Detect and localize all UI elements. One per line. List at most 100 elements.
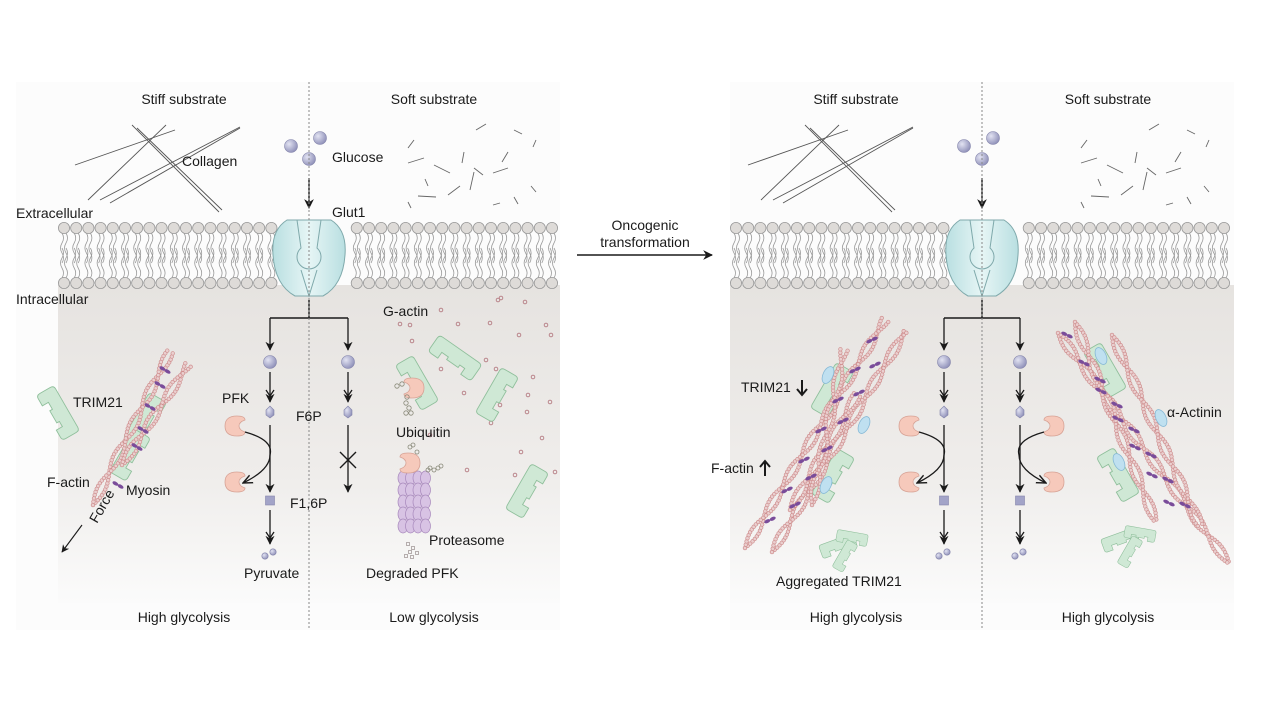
catalysis-arrow bbox=[917, 431, 946, 483]
lipid-tail bbox=[927, 232, 932, 264]
lipid-tail bbox=[88, 232, 93, 264]
myosin-dimer bbox=[144, 403, 156, 411]
myosin-head bbox=[1094, 376, 1101, 381]
lipid-head bbox=[839, 276, 852, 289]
short-fiber bbox=[1165, 202, 1174, 206]
lipid-head bbox=[1205, 221, 1218, 234]
lipid-tail bbox=[854, 247, 858, 279]
arrowhead bbox=[939, 531, 949, 540]
lipid-tail bbox=[748, 247, 753, 279]
arrowhead bbox=[265, 531, 275, 540]
lipid-tail bbox=[523, 247, 528, 279]
glucose-molecule bbox=[284, 139, 298, 153]
myosin-dimer bbox=[1061, 331, 1073, 339]
g-actin-monomer bbox=[483, 357, 489, 363]
f6p-molecule bbox=[265, 405, 275, 419]
lipid-tail bbox=[60, 232, 64, 264]
pyruvate-molecule bbox=[943, 548, 951, 556]
lipid-head bbox=[925, 276, 938, 289]
lipid-tail bbox=[1207, 247, 1212, 279]
lipid-tail bbox=[539, 247, 544, 279]
lipid-head bbox=[375, 221, 388, 234]
lipid-tail bbox=[389, 247, 394, 279]
myosin-head bbox=[131, 443, 138, 448]
short-fiber bbox=[1205, 139, 1210, 148]
lipid-head bbox=[1144, 221, 1157, 234]
short-fiber bbox=[1203, 185, 1210, 193]
short-fiber bbox=[532, 139, 537, 148]
myosin-head bbox=[1134, 446, 1141, 451]
myosin-head bbox=[144, 403, 151, 408]
lipid-head bbox=[766, 276, 779, 289]
short-fiber bbox=[1142, 171, 1148, 191]
right-stiff-title: Stiff substrate bbox=[813, 91, 899, 107]
ubiquitin-chain bbox=[394, 381, 414, 416]
lipid-tail bbox=[487, 247, 491, 279]
lipid-tail bbox=[499, 247, 504, 279]
right-stiff-outcome: High glycolysis bbox=[810, 609, 903, 625]
lipid-head bbox=[754, 221, 767, 234]
lipid-tail bbox=[64, 232, 68, 264]
actinin-label: α-Actinin bbox=[1167, 404, 1222, 420]
myosin-head bbox=[798, 459, 805, 464]
f16p-molecule bbox=[1015, 495, 1025, 506]
f6p-label: F6P bbox=[296, 408, 322, 424]
lipid-head bbox=[265, 276, 278, 289]
myosin-head bbox=[154, 381, 161, 386]
pyruvate-molecule bbox=[1019, 548, 1027, 556]
left-soft-outcome: Low glycolysis bbox=[389, 609, 478, 625]
f6p-molecule bbox=[939, 405, 949, 419]
lipid-head bbox=[1083, 221, 1096, 234]
lipid-tail bbox=[145, 247, 150, 279]
actin-monomer bbox=[1151, 518, 1156, 523]
arrowhead bbox=[343, 389, 353, 398]
factin-up-label: F-actin bbox=[711, 460, 754, 476]
lipid-head bbox=[1169, 221, 1182, 234]
myosin-head bbox=[112, 481, 119, 486]
lipid-head bbox=[791, 276, 804, 289]
lipid-tail bbox=[1102, 247, 1106, 279]
lipid-tail bbox=[527, 247, 532, 279]
collagen-fiber bbox=[131, 124, 220, 213]
lipid-tail bbox=[511, 247, 516, 279]
actin-monomer bbox=[824, 429, 829, 435]
lipid-tail bbox=[1207, 232, 1212, 264]
ubiquitin-label: Ubiquitin bbox=[396, 424, 450, 440]
lipid-tail bbox=[499, 232, 504, 264]
ubiquitin bbox=[414, 449, 420, 455]
glut1-label: Glut1 bbox=[332, 204, 366, 220]
lipid-tail bbox=[377, 232, 382, 264]
block-x-icon bbox=[339, 451, 357, 469]
lipid-head bbox=[1022, 221, 1035, 234]
lipid-tail bbox=[352, 232, 357, 264]
catalysis-arrow bbox=[1017, 431, 1046, 483]
lipid-tail bbox=[405, 232, 410, 264]
lipid-tail bbox=[76, 232, 81, 264]
lipid-head bbox=[94, 221, 107, 234]
lipid-tail bbox=[1089, 232, 1094, 264]
lipid-tail bbox=[744, 232, 749, 264]
myosin-head bbox=[164, 369, 171, 374]
actin-monomer bbox=[122, 442, 128, 448]
lipid-tail bbox=[1122, 247, 1127, 279]
lipid-head bbox=[448, 276, 461, 289]
actin-monomer bbox=[1200, 521, 1205, 527]
lipid-tail bbox=[137, 232, 142, 264]
lipid-tail bbox=[1098, 247, 1102, 279]
lipid-tail bbox=[1110, 232, 1115, 264]
lipid-head bbox=[387, 276, 400, 289]
lipid-tail bbox=[939, 247, 944, 279]
g-actin-monomer bbox=[547, 399, 553, 405]
lipid-head bbox=[827, 221, 840, 234]
ubiquitin bbox=[403, 400, 409, 406]
lipid-head bbox=[362, 221, 375, 234]
collagen-fiber bbox=[136, 127, 223, 211]
lipid-tail bbox=[450, 232, 455, 264]
lipid-tail bbox=[882, 232, 887, 264]
lipid-head bbox=[484, 221, 497, 234]
lipid-tail bbox=[515, 232, 520, 264]
lipid-tail bbox=[1126, 247, 1131, 279]
lipid-tail bbox=[149, 247, 154, 279]
lipid-tail bbox=[817, 247, 822, 279]
lipid-head bbox=[1193, 276, 1206, 289]
